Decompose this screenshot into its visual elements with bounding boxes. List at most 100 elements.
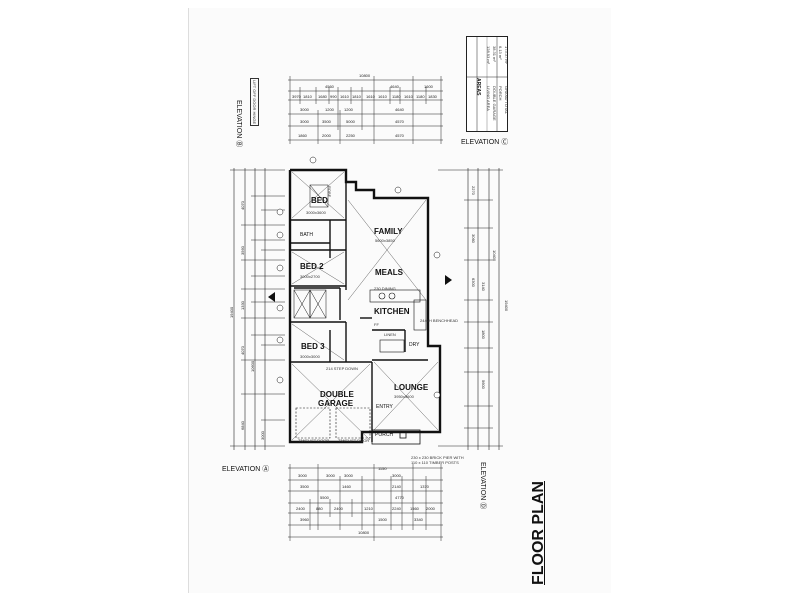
dim-top-r2-4: 1610 [340, 94, 349, 99]
dim-top-r4-3: 4570 [395, 119, 404, 124]
dim-top-r1-a: 4560 [325, 84, 334, 89]
dim-bot-r5-2: 3340 [414, 517, 423, 522]
size-family: 5600x3850 [375, 238, 395, 243]
dim-left-1: 3560 [240, 246, 245, 255]
dim-top-r5-2: 2250 [346, 133, 355, 138]
size-lounge: 3950x3600 [394, 394, 414, 399]
kitchen-benches [369, 289, 427, 353]
internal-walls [290, 182, 428, 442]
dim-bot-r3-0: 5500 [320, 495, 329, 500]
dim-right-6: 10400 [492, 250, 497, 262]
dim-top-r1-b: 4640 [390, 84, 399, 89]
room-bed2: BED 2 [300, 262, 324, 271]
size-bed: 3000x3600 [306, 210, 326, 215]
dim-top-r2-3: 990 [330, 94, 337, 99]
room-porch: PORCH [375, 432, 394, 438]
elevation-d-label: ELEVATION Ⓓ [479, 462, 486, 510]
room-diagonals [291, 171, 439, 441]
dim-bot-r2-2: 2140 [392, 484, 401, 489]
left-dimension-lines [230, 168, 285, 450]
window-markers [276, 156, 441, 399]
dim-right-0: 2270 [471, 186, 476, 195]
ff-note: FF [374, 322, 379, 327]
dim-bot-r4-4: 2240 [392, 506, 401, 511]
top-dimension-lines [288, 76, 443, 144]
dim-top-r2-0: 3970 [292, 94, 301, 99]
dim-top-r2-7: 1610 [378, 94, 387, 99]
dim-left-3: 4070 [240, 346, 245, 355]
areas-table [466, 36, 508, 132]
dim-top-r5-3: 4570 [395, 133, 404, 138]
areas-row-garage: DOUBLE GARAGE [492, 86, 497, 121]
right-dimension-lines [438, 168, 503, 450]
brick-pier-note: 230 x 230 BRICK PIER WITH 110 x 110 TIMB… [411, 455, 464, 465]
elevation-b-label: ELEVATION Ⓑ [235, 100, 242, 148]
room-bed3: BED 3 [301, 342, 325, 351]
elevation-c-label: ELEVATION Ⓒ [461, 139, 509, 146]
room-kitchen: KITCHEN [374, 307, 410, 316]
dim-top-r5-1: 2000 [322, 133, 331, 138]
dim-right-2: 6300 [471, 278, 476, 287]
dim-bot-r1-1: 3000 [326, 473, 335, 478]
areas-value-total: 173.37 m² [504, 46, 509, 65]
room-bed: BED [311, 196, 328, 205]
dim-left-overall: 19400 [229, 306, 234, 318]
dim-bot-r4-3: 1210 [364, 506, 373, 511]
dim-right-4: 1800 [481, 330, 486, 339]
dim-bot-r1-0: 3000 [298, 473, 307, 478]
dim-top-r1-c: 1600 [424, 84, 433, 89]
room-double: DOUBLE [320, 390, 354, 399]
dim-bot-r4-2: 2400 [334, 506, 343, 511]
areas-value-garage: 38.31 m² [492, 46, 497, 62]
size-bed2: 3000x2700 [300, 274, 320, 279]
benchhead-note: 2440H BENCHHEAD [420, 318, 459, 323]
dim-bot-r2-1: 1460 [342, 484, 351, 489]
dim-bot-r5-1: 1500 [378, 517, 387, 522]
dim-right-3: 3140 [481, 282, 486, 291]
dim-left-4: 10600 [250, 360, 255, 372]
dim-top-r3-1: 1200 [325, 107, 334, 112]
dim-bot-r4-5: 1560 [410, 506, 419, 511]
elevation-a-label: ELEVATION Ⓐ [222, 466, 270, 473]
dim-bot-overall: 10800 [358, 530, 370, 535]
step-down-note: 214 STEP DOWN [326, 366, 358, 371]
dim-right-1: 3060 [471, 234, 476, 243]
elevation-arrows [268, 275, 452, 302]
dim-left-6: 3000 [260, 431, 265, 440]
dim-top-r2-10: 1180 [416, 94, 425, 99]
dim-top-r4-2: 5000 [346, 119, 355, 124]
dining-note: 230 DINING [374, 286, 396, 291]
robe-boxes [293, 184, 329, 319]
room-meals: MEALS [375, 268, 403, 277]
areas-row-total: GRAND TOTAL [504, 86, 509, 115]
dim-top-r2-1: 1810 [303, 94, 312, 99]
areas-value-porch: 6.13 m² [498, 46, 503, 60]
dim-top-r4-1: 3500 [322, 119, 331, 124]
room-entry: ENTRY [376, 404, 393, 410]
external-walls [288, 168, 442, 444]
dim-bot-r1-2: 3000 [344, 473, 353, 478]
dim-top-r2-6: 1610 [366, 94, 375, 99]
dim-bot-r2-3: 1370 [420, 484, 429, 489]
dim-top-r3-2: 1200 [344, 107, 353, 112]
dim-bot-r5-0: 3960 [300, 517, 309, 522]
dim-top-r2-5: 1810 [352, 94, 361, 99]
room-dry: DRY [409, 342, 420, 348]
dim-top-r2-9: 1610 [404, 94, 413, 99]
areas-row-living: LIVING AREA [486, 86, 491, 111]
lift-off-note: LIFT OFF DOOR HINGE [250, 78, 259, 127]
porch-outline [371, 429, 421, 445]
room-garage: GARAGE [318, 399, 354, 408]
dim-top-r2-2: 1680 [318, 94, 327, 99]
dim-top-r4-0: 3000 [300, 119, 309, 124]
dim-left-5: 6840 [240, 421, 245, 430]
dim-top-r3-3: 4640 [395, 107, 404, 112]
dim-left-0: 4070 [240, 201, 245, 210]
tiltalift-door-note-2: TIWELIFT DOOR [338, 438, 370, 443]
dim-bot-r1-4: 3000 [392, 473, 401, 478]
size-bed3: 3000x3000 [300, 354, 320, 359]
dim-bot-r4-6: 2000 [426, 506, 435, 511]
dim-bot-r4-0: 2400 [296, 506, 305, 511]
robe-note: ROBE [327, 186, 332, 198]
